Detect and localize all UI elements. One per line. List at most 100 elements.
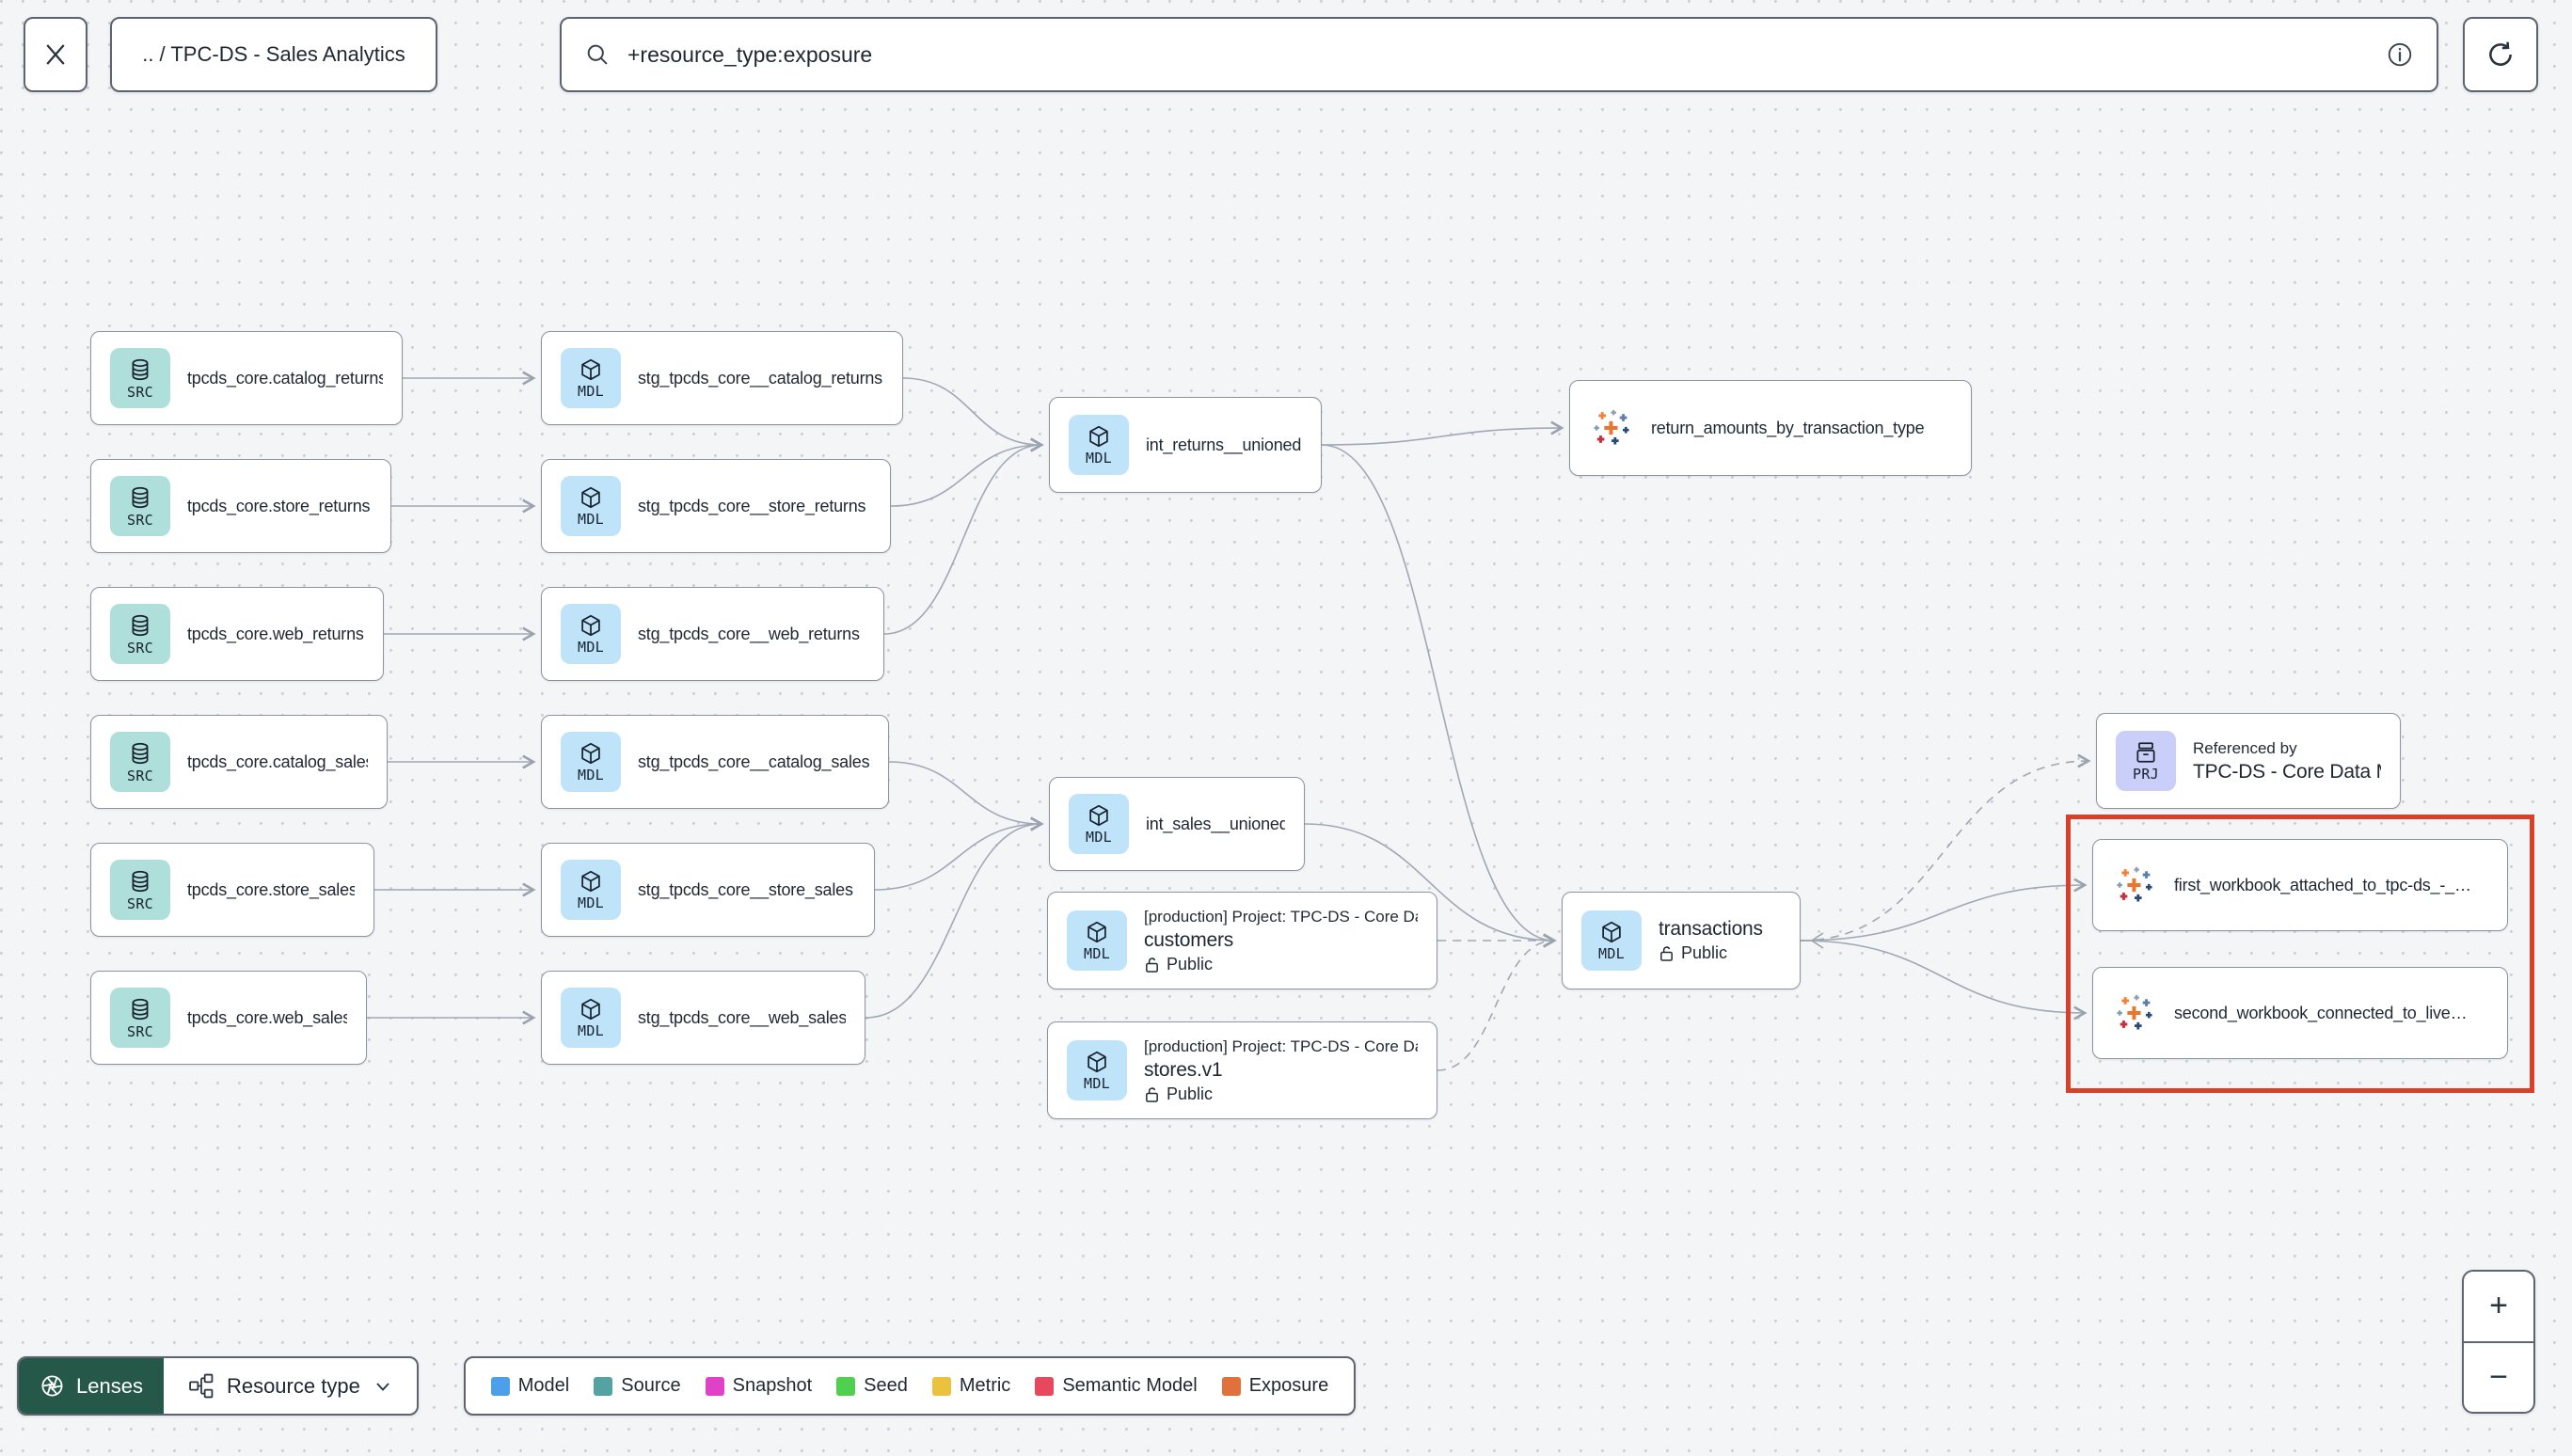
cube-icon — [1089, 804, 1108, 826]
chevron-down-icon — [376, 1382, 389, 1391]
cube-icon — [581, 870, 600, 892]
node-title: tpcds_core.catalog_sales — [187, 752, 368, 771]
node-second_workbook[interactable]: second_workbook_connected_to_live… — [2092, 967, 2508, 1059]
zoom-in-button[interactable]: + — [2464, 1272, 2533, 1343]
cube-icon — [1602, 921, 1621, 942]
legend-item-metric: Metric — [931, 1375, 1010, 1397]
node-title: int_returns__unioned — [1146, 435, 1302, 454]
tableau-icon — [2117, 994, 2152, 1030]
zoom-out-button[interactable]: − — [2489, 1358, 2508, 1395]
node-customers[interactable]: MDL[production] Project: TPC-DS - Core D… — [1047, 892, 1437, 989]
database-badge: SRC — [110, 348, 170, 408]
node-title: TPC-DS - Core Data Models — [2193, 760, 2381, 783]
database-badge: SRC — [110, 732, 170, 792]
node-stg_store_sales[interactable]: MDL stg_tpcds_core__store_sales — [541, 843, 875, 937]
node-context-label: Referenced by — [2193, 738, 2297, 757]
cube-icon — [581, 358, 600, 380]
cube-badge: MDL — [561, 604, 621, 664]
resource-type-icon — [189, 1373, 214, 1399]
node-return_amounts[interactable]: return_amounts_by_transaction_type — [1569, 380, 1972, 476]
legend-item-source: Source — [594, 1375, 681, 1397]
cube-badge: MDL — [1067, 910, 1127, 971]
legend-swatch — [705, 1376, 724, 1396]
node-context-label: [production] Project: TPC-DS - Core Data… — [1144, 1037, 1418, 1055]
breadcrumb-label: .. / TPC-DS - Sales Analytics — [142, 42, 405, 66]
legend-swatch — [836, 1376, 856, 1396]
node-first_workbook[interactable]: first_workbook_attached_to_tpc-ds_-_… — [2092, 839, 2508, 931]
node-title: tpcds_core.catalog_returns — [187, 368, 383, 388]
legend-item-semantic-model: Semantic Model — [1035, 1375, 1198, 1397]
refresh-icon — [2489, 41, 2512, 66]
tableau-icon — [1594, 409, 1629, 445]
cube-badge: MDL — [561, 348, 621, 408]
cube-badge: MDL — [1067, 1040, 1127, 1100]
edge-stg_store_returns-to-int_returns_unioned — [890, 437, 1044, 507]
cube-icon — [581, 998, 600, 1020]
edge-stg_catalog_returns-to-int_returns_unioned — [902, 377, 1044, 452]
node-stores_v1[interactable]: MDL [production] Project: TPC-DS - Core D… — [1047, 1021, 1437, 1119]
node-stg_web_sales[interactable]: MDL stg_tpcds_core__web_sales — [541, 971, 865, 1065]
node-title: return_amounts_by_transaction_type — [1651, 418, 1925, 437]
database-icon — [132, 486, 149, 508]
edge-transactions-to-referenced_by_prj — [1800, 753, 2091, 942]
node-title: stg_tpcds_core__web_sales — [638, 1007, 846, 1027]
database-icon — [132, 998, 149, 1020]
cube-badge: MDL — [561, 860, 621, 920]
edge-int_sales_unioned-to-transactions — [1304, 823, 1557, 948]
node-src_catalog_returns[interactable]: SRC tpcds_core.catalog_returns — [90, 331, 403, 425]
legend-label: Seed — [864, 1375, 908, 1396]
node-title: tpcds_core.web_returns — [187, 624, 364, 643]
node-title: stg_tpcds_core__store_sales — [638, 879, 853, 899]
node-src_catalog_sales[interactable]: SRC tpcds_core.catalog_sales — [90, 715, 388, 809]
visibility-row: Public — [1144, 955, 1418, 974]
zoom-controls: + − — [2462, 1270, 2535, 1414]
legend-item-model: Model — [490, 1375, 569, 1397]
visibility-row: Public — [1144, 1084, 1418, 1104]
database-badge: SRC — [110, 988, 170, 1048]
node-title: second_workbook_connected_to_live… — [2174, 1003, 2468, 1022]
legend-label: Exposure — [1248, 1375, 1329, 1396]
search-bar[interactable] — [560, 17, 2438, 92]
edge-stg_store_sales-to-int_sales_unioned — [874, 816, 1044, 891]
project-badge: PRJ — [2116, 731, 2176, 791]
edge-int_returns_unioned-to-transactions — [1321, 444, 1557, 948]
cube-badge: MDL — [561, 988, 621, 1048]
node-title: first_workbook_attached_to_tpc-ds_-_… — [2174, 875, 2471, 894]
cube-icon — [1088, 921, 1106, 942]
legend-item-exposure: Exposure — [1221, 1375, 1329, 1397]
legend-item-snapshot: Snapshot — [705, 1375, 812, 1397]
info-icon[interactable] — [2386, 40, 2414, 69]
legend-swatch — [1035, 1376, 1055, 1396]
legend-swatch — [594, 1376, 613, 1396]
edge-stg_web_returns-to-int_returns_unioned — [883, 437, 1044, 635]
cube-icon — [581, 486, 600, 508]
lenses-aperture-icon — [41, 1375, 63, 1397]
edge-transactions-to-second_workbook — [1800, 940, 2088, 1021]
search-icon — [587, 44, 608, 65]
node-referenced_by_prj[interactable]: PRJ Referenced by TPC-DS - Core Data Model… — [2096, 713, 2401, 809]
project-icon — [2136, 741, 2155, 763]
cube-icon — [1088, 1051, 1106, 1072]
node-title: transactions — [1659, 918, 1763, 940]
search-input[interactable] — [626, 40, 2371, 69]
lenses-button[interactable]: Lenses — [19, 1358, 164, 1414]
resource-type-dropdown[interactable]: Resource type — [164, 1358, 417, 1414]
close-button[interactable] — [24, 17, 87, 92]
breadcrumb[interactable]: .. / TPC-DS - Sales Analytics — [110, 17, 437, 92]
visibility-label: Public — [1167, 954, 1214, 973]
legend-swatch — [490, 1376, 510, 1396]
edge-stores_v1-to-transactions — [1437, 933, 1557, 1071]
refresh-button[interactable] — [2463, 17, 2538, 92]
